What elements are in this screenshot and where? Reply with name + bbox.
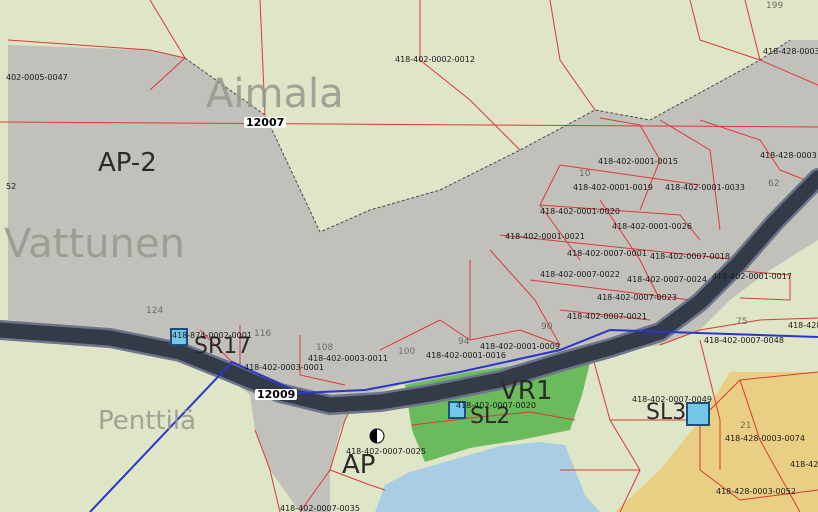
protected-site-square-icon[interactable] [448,401,466,419]
place-name-aimala: Aimala [206,71,344,117]
parcel-line [419,0,521,151]
parcel-line [739,379,801,512]
parcel-id-label[interactable]: 418-402-0007-0035 [280,504,360,512]
parcel-id-label[interactable]: 418-874-0002-0001 [172,331,252,340]
zone-label-sl2[interactable]: SL2 [470,404,511,429]
parcel-id-label[interactable]: 418-402-0003-0001 [244,363,324,372]
parcel-line [489,249,561,346]
parcel-line [699,119,818,186]
parcel-line [499,234,741,261]
parcel-line [699,420,818,501]
parcel-id-label[interactable]: 418-402-0002-0012 [395,55,475,64]
parcel-line [591,354,641,512]
parcel-line [549,0,596,111]
road-label-12007[interactable]: 12007 [244,116,287,129]
house-number-label: 199 [766,1,784,11]
road-12009 [0,170,818,413]
zone-label-vr1[interactable]: VR1 [500,376,553,406]
parcel-id-label[interactable]: 418-428 [788,321,818,330]
house-number-label: 94 [458,337,470,347]
parcel-id-label[interactable]: 418-428-0003-0074 [725,434,805,443]
parcel-id-label[interactable]: 418-402-0007-0020 [456,401,536,410]
place-name-vattunen: Vattunen [4,221,185,267]
house-number-label: 108 [316,343,334,353]
parcel-line [729,269,791,301]
parcel-id-label[interactable]: 418-402-0001-0033 [665,183,745,192]
parcel-line [599,199,661,301]
parcel-id-label[interactable]: 418-402-0007-0018 [650,252,730,261]
parcel-line [559,309,651,321]
parcel-id-label[interactable]: 418-402-0001-0021 [505,232,585,241]
parcel-id-label[interactable]: 418-402-0001-0016 [426,351,506,360]
half-circle-fill [370,429,377,443]
parcel-id-label[interactable]: 418-402-0007-0024 [627,275,707,284]
house-number-label: 21 [740,421,752,431]
parcel-id-label[interactable]: 418-402-0001-0026 [612,222,692,231]
parcel-id-label[interactable]: 418-402-0001-0020 [540,207,620,216]
parcel-line [539,204,701,241]
parcel-id-label[interactable]: 418-42 [790,460,818,469]
parcel-line [7,39,186,59]
zone-label-ap2[interactable]: AP-2 [98,148,157,178]
parcel-line [439,319,561,346]
parcel-line [610,371,818,421]
house-number-label: 116 [254,329,272,339]
lake [375,442,600,512]
parcel-id-label[interactable]: 418-402-0007-0049 [632,395,712,404]
parcel-id-label[interactable]: 402-0005-0047 [6,73,68,82]
parcel-line [689,0,761,61]
house-number-label: 10 [579,169,591,179]
parcel-line [659,317,818,346]
house-number-label: 75 [736,317,748,327]
protected-site-square-icon[interactable] [686,402,710,426]
parcel-line [329,469,386,491]
parcel-line [379,319,441,351]
parcel-id-label[interactable]: 418-402-0001-0015 [598,157,678,166]
parcel-line [259,0,266,116]
parcel-line [699,339,721,470]
zone-label-sl3[interactable]: SL3 [646,400,687,425]
parcel-id-label[interactable]: 418-402-0001-0019 [573,183,653,192]
parcel-id-label[interactable]: 418-402-0001-0009 [480,342,560,351]
parcel-id-label[interactable]: 418-402-0007-0021 [567,312,647,321]
parcel-line [659,119,721,231]
house-number-label: 124 [146,306,164,316]
house-number-label: 100 [398,347,416,357]
house-number-label: 90 [541,322,553,332]
parcel-line [254,429,281,512]
municipal-boundary [89,328,818,512]
parcel-id-label[interactable]: 418-402-0007-0048 [704,336,784,345]
parcel-id-label[interactable]: 418-428-0003 [760,151,817,160]
road-label-12009[interactable]: 12009 [255,388,298,401]
parcel-line [529,279,691,301]
parcel-line [0,121,818,128]
parcel-line [559,164,701,186]
parcel-id-label[interactable]: 418-402-0007-0022 [540,270,620,279]
parcel-line [299,335,346,386]
place-name-penttila: Penttilä [98,406,196,436]
parcel-id-label[interactable]: 418-402-0007-0001 [567,249,647,258]
parcel-id-label[interactable]: 418-402-0007-0023 [597,293,677,302]
parcel-line [599,117,661,211]
zone-label-ap[interactable]: AP [342,450,376,480]
parcel-id-label[interactable]: 418-402-0007-0025 [346,447,426,456]
parcel-id-label[interactable]: 418-428-0003-0052 [716,487,796,496]
parcel-line [411,411,576,426]
survey-dashed-line [184,39,791,233]
zone-label-sr17[interactable]: SR17 [194,334,252,359]
parcel-id-label[interactable]: 418-428-0003 [763,47,818,56]
parcel-id-label[interactable]: 52 [6,182,17,191]
parcel-id-label[interactable]: 418-402-0003-0011 [308,354,388,363]
ochre-area [615,372,818,512]
parcel-id-label[interactable]: 418-402-0001-0017 [712,272,792,281]
settlement-area [8,40,818,512]
house-number-label: 62 [768,179,780,189]
protected-site-square-icon[interactable] [170,328,188,346]
